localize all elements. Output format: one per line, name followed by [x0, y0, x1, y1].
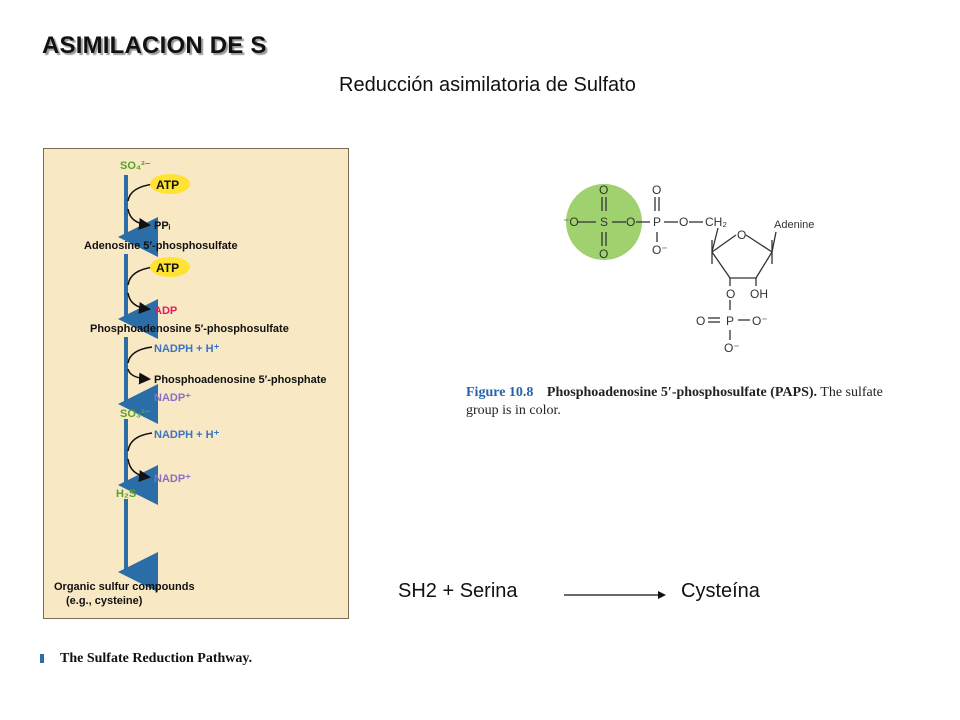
organic-example-label: (e.g., cysteine): [66, 595, 143, 607]
atom-ring-o: O: [737, 228, 746, 242]
ppi-label: PPᵢ: [154, 220, 171, 232]
side-arrow-nadph2: [127, 432, 153, 452]
paps-structure: O O ⁻O S O P O CH₂ O Adenine O O⁻ O OH O…: [563, 183, 814, 355]
reaction-arrow: [564, 591, 666, 599]
caption-marker: [40, 654, 44, 664]
reaction-reactant: SH2 + Serina: [398, 580, 518, 602]
slide-title: ASIMILACION DE S: [42, 32, 267, 59]
adp-label: ADP: [154, 305, 177, 317]
slide-subtitle: Reducción asimilatoria de Sulfato: [339, 74, 636, 96]
nadph1-label: NADPH + H⁺: [154, 343, 220, 355]
side-arrow-nadph1: [127, 346, 153, 364]
atp1-highlight: [150, 174, 190, 194]
atom-o-top1: O: [599, 183, 608, 197]
atom-oh: OH: [750, 287, 768, 301]
figure-title: Phosphoadenosine 5′-phosphosulfate (PAPS…: [546, 385, 818, 400]
atom-o-bridge1: O: [626, 215, 635, 229]
atom-s: S: [600, 215, 608, 229]
atom-adenine: Adenine: [774, 219, 814, 231]
sulfate-group-highlight: [566, 184, 642, 260]
paps-label: Phosphoadenosine 5′-phosphosulfate: [90, 323, 289, 335]
atom-o-bottom: O: [599, 247, 608, 261]
side-arrow-nadp2: [127, 458, 151, 482]
figure-text: The sulfate group is in color.: [466, 385, 883, 418]
sulfite-label: SO₃²⁻: [120, 408, 151, 420]
atom-o-top2: O: [652, 183, 661, 197]
side-arrow-atp1: [127, 183, 155, 202]
sulfate-reduction-pathway-panel: SO₄²⁻ ATP PPᵢ Adenosine 5′-phosphosulfat…: [43, 148, 349, 619]
atom-o-minus: ⁻O: [563, 215, 579, 229]
side-arrow-adp: [127, 292, 151, 314]
nadp2-label: NADP⁺: [154, 473, 191, 485]
figure-number: Figure 10.8: [466, 385, 534, 400]
side-arrow-pap: [127, 368, 151, 385]
atp2-highlight: [150, 257, 190, 277]
pathway-diagram: SO₄²⁻ ATP PPᵢ Adenosine 5′-phosphosulfat…: [54, 160, 327, 607]
sulfate-label: SO₄²⁻: [120, 160, 151, 172]
atom-o3: O: [726, 287, 735, 301]
atom-o-minus3: O⁻: [752, 314, 768, 328]
nadp1-label: NADP⁺: [154, 392, 191, 404]
aps-label: Adenosine 5′-phosphosulfate: [84, 240, 238, 252]
atom-o-bridge2: O: [679, 215, 688, 229]
reaction-product: Cysteína: [681, 580, 760, 602]
reaction-equation: SH2 + Serina Cysteína: [398, 580, 798, 610]
figure-caption: Figure 10.8 Phosphoadenosine 5′-phosphos…: [466, 384, 906, 420]
atom-o-minus4: O⁻: [724, 341, 740, 355]
organic-compounds-label: Organic sulfur compounds: [54, 581, 195, 593]
atom-ch2: CH₂: [705, 215, 727, 229]
atom-p1: P: [653, 215, 661, 229]
pathway-caption-text: The Sulfate Reduction Pathway.: [60, 651, 253, 666]
pathway-caption: The Sulfate Reduction Pathway.: [40, 651, 252, 667]
atom-p2: P: [726, 314, 734, 328]
side-arrow-ppi: [127, 208, 151, 230]
side-arrow-atp2: [127, 266, 155, 286]
nadph2-label: NADPH + H⁺: [154, 429, 220, 441]
atom-o-minus2: O⁻: [652, 243, 668, 257]
atp1-label: ATP: [156, 178, 179, 192]
h2s-label: H₂S: [116, 488, 136, 500]
atom-o-double: O: [696, 314, 705, 328]
atp2-label: ATP: [156, 261, 179, 275]
pap-label: Phosphoadenosine 5′-phosphate: [154, 374, 327, 386]
